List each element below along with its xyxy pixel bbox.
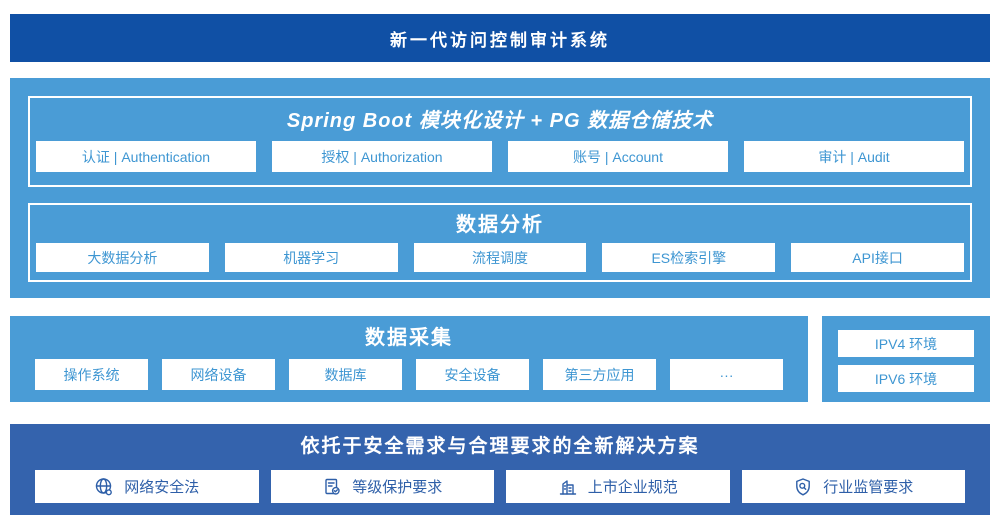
analysis-box-es: ES检索引擎 [602,243,776,272]
solution-box-classified-protection: 等级保护要求 [270,470,494,503]
document-check-icon [322,477,342,497]
platform-section: Spring Boot 模块化设计 + PG 数据仓储技术 认证 | Authe… [10,78,990,298]
solution-box-label: 网络安全法 [124,479,200,496]
modules-panel-title: Spring Boot 模块化设计 + PG 数据仓储技术 [286,110,714,132]
analysis-panel-title: 数据分析 [456,214,544,236]
solution-box-label: 等级保护要求 [352,479,443,496]
env-box-ipv6: IPV6 环境 [838,365,974,392]
collection-box-more: ··· [670,359,783,390]
analysis-box-workflow: 流程调度 [413,243,587,272]
solution-row: 网络安全法 等级保护要求 [35,470,965,503]
collection-row: 操作系统 网络设备 数据库 安全设备 第三方应用 ··· [35,359,783,390]
environments-panel: IPV4 环境 IPV6 环境 [822,316,990,402]
building-icon [558,477,578,497]
solution-section: 依托于安全需求与合理要求的全新解决方案 网络安全法 [10,424,990,515]
shield-search-icon [793,477,813,497]
solution-box-label: 上市企业规范 [587,479,678,496]
collection-box-os: 操作系统 [35,359,148,390]
solution-box-listed-company: 上市企业规范 [506,470,730,503]
collection-box-network-device: 网络设备 [162,359,275,390]
collection-title: 数据采集 [365,327,453,349]
analysis-box-ml: 机器学习 [224,243,398,272]
collection-box-security-device: 安全设备 [416,359,529,390]
page-title: 新一代访问控制审计系统 [390,30,610,50]
analysis-row: 大数据分析 机器学习 流程调度 ES检索引擎 API接口 [36,243,964,272]
module-box-authentication: 认证 | Authentication [36,141,256,172]
module-box-authorization: 授权 | Authorization [272,141,492,172]
modules-panel: Spring Boot 模块化设计 + PG 数据仓储技术 认证 | Authe… [28,96,972,187]
solution-box-label: 行业监管要求 [823,479,914,496]
collection-section: 数据采集 操作系统 网络设备 数据库 安全设备 第三方应用 ··· [10,316,808,402]
collection-box-database: 数据库 [289,359,402,390]
analysis-box-bigdata: 大数据分析 [36,243,209,272]
analysis-panel: 数据分析 大数据分析 机器学习 流程调度 ES检索引擎 API接口 [28,203,972,282]
analysis-box-api: API接口 [791,243,964,272]
globe-network-icon [94,477,114,497]
module-box-account: 账号 | Account [508,141,728,172]
collection-box-thirdparty-app: 第三方应用 [543,359,656,390]
solution-title: 依托于安全需求与合理要求的全新解决方案 [300,436,700,457]
solution-box-cybersecurity-law: 网络安全法 [35,470,259,503]
solution-box-industry-regulation: 行业监管要求 [741,470,965,503]
modules-row: 认证 | Authentication 授权 | Authorization 账… [36,141,964,172]
env-box-ipv4: IPV4 环境 [838,330,974,357]
module-box-audit: 审计 | Audit [744,141,964,172]
header-banner: 新一代访问控制审计系统 [10,14,990,62]
